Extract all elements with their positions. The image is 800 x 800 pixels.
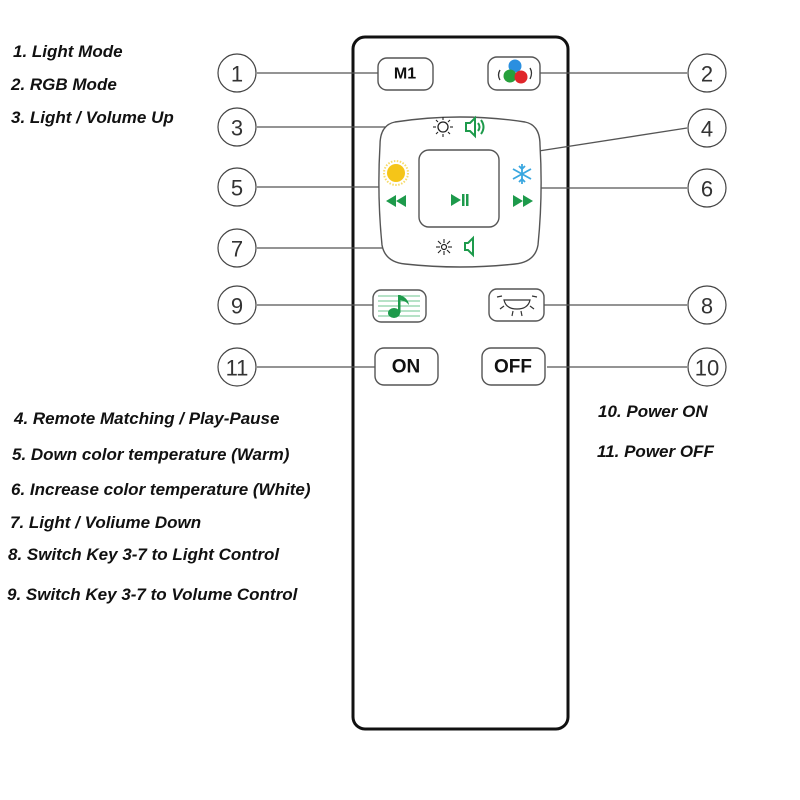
- callout-5-label: 5: [231, 176, 243, 201]
- legend-item-8: 8. Switch Key 3-7 to Light Control: [8, 545, 280, 564]
- fast-forward-icon: [513, 195, 533, 207]
- callout-7-label: 7: [231, 237, 243, 262]
- legend-item-3: 3. Light / Volume Up: [11, 108, 174, 127]
- m1-label: M1: [394, 66, 416, 83]
- lamp-light-button[interactable]: [488, 288, 545, 322]
- music-volume-button[interactable]: [372, 289, 427, 323]
- legend-item-5: 5. Down color temperature (Warm): [12, 445, 290, 464]
- speaker-loud-icon: [465, 115, 485, 139]
- callout-2-label: 2: [701, 62, 713, 87]
- legend-item-4: 4. Remote Matching / Play-Pause: [14, 409, 280, 428]
- callout-6: 6: [687, 168, 727, 208]
- callout-8-label: 8: [701, 294, 713, 319]
- speaker-quiet-icon: [464, 235, 474, 258]
- power-on-button[interactable]: ON: [374, 347, 439, 386]
- callout-1-label: 1: [231, 62, 243, 87]
- callout-10-label: 10: [695, 356, 719, 381]
- light-volume-down-button[interactable]: [436, 235, 474, 258]
- callout-11-label: 11: [226, 356, 249, 381]
- sun-dim-icon: [436, 239, 452, 255]
- callout-2: 2: [687, 53, 727, 93]
- callout-3: 3: [217, 107, 257, 147]
- callout-4: 4: [687, 108, 727, 148]
- on-label: ON: [392, 357, 421, 378]
- sun-filled-icon: [383, 160, 409, 186]
- snowflake-icon: [512, 164, 532, 184]
- sun-outline-icon: [433, 117, 453, 137]
- warm-rewind-button[interactable]: [383, 160, 409, 207]
- callout-3-label: 3: [231, 116, 243, 141]
- legend-item-7: 7. Light / Voliume Down: [10, 513, 202, 532]
- callout-9: 9: [217, 285, 257, 325]
- legend-item-9: 9. Switch Key 3-7 to Volume Control: [7, 585, 298, 604]
- off-label: OFF: [494, 357, 532, 378]
- play-pause-button[interactable]: [418, 149, 500, 228]
- legend-item-2: 2. RGB Mode: [11, 75, 117, 94]
- rgb-cycle-icon: [497, 59, 533, 84]
- callout-4-label: 4: [701, 117, 713, 142]
- play-pause-icon: [451, 194, 469, 206]
- rewind-icon: [386, 195, 406, 207]
- legend-item-10: 10. Power ON: [598, 402, 708, 421]
- rgb-mode-button[interactable]: [487, 56, 541, 91]
- callout-10: 10: [687, 347, 727, 387]
- callout-8: 8: [687, 285, 727, 325]
- callout-11: 11: [217, 347, 257, 387]
- legend-item-11: 11. Power OFF: [597, 442, 714, 461]
- callout-9-label: 9: [231, 294, 243, 319]
- legend-item-1: 1. Light Mode: [13, 42, 123, 61]
- legend-item-6: 6. Increase color temperature (White): [11, 480, 311, 499]
- power-off-button[interactable]: OFF: [481, 347, 546, 386]
- music-note-icon: [378, 295, 420, 318]
- m1-button[interactable]: M1: [377, 57, 434, 91]
- lamp-icon: [496, 295, 538, 317]
- light-volume-up-button[interactable]: [433, 115, 485, 139]
- callout-1: 1: [217, 53, 257, 93]
- callout-5: 5: [217, 167, 257, 207]
- callout-7: 7: [217, 228, 257, 268]
- callout-6-label: 6: [701, 177, 713, 202]
- white-fastforward-button[interactable]: [512, 164, 533, 207]
